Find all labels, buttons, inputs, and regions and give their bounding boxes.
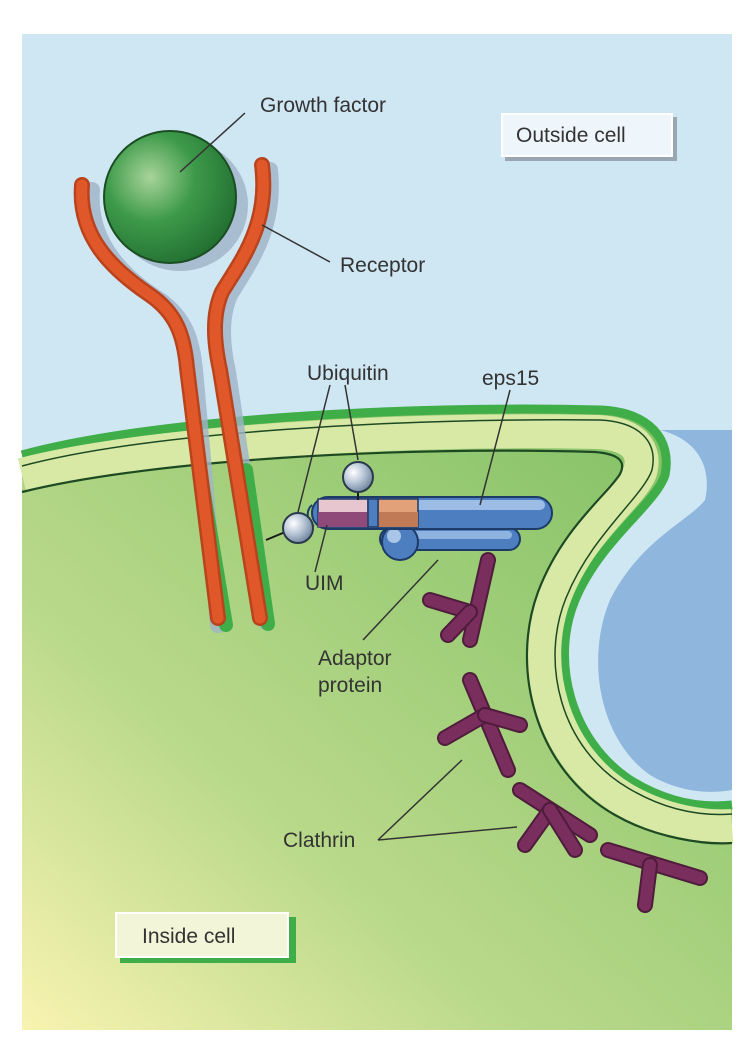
outside-cell-box: Outside cell <box>501 113 677 161</box>
membrane-shadow <box>598 430 732 792</box>
plasma-membrane-band <box>17 414 734 844</box>
clathrin-triskelion-3 <box>512 782 598 858</box>
plasma-membrane-inner <box>21 449 733 845</box>
adaptor-protein-label-line1: Adaptor <box>318 647 392 670</box>
eps15-label: eps15 <box>482 367 539 390</box>
outside-cell-label: Outside cell <box>516 124 626 147</box>
clathrin-label: Clathrin <box>283 829 355 852</box>
plasma-membrane-outer <box>20 404 733 811</box>
growth-factor-sphere <box>103 130 237 264</box>
growth-factor-label: Growth factor <box>260 94 386 117</box>
clathrin-triskelion-1 <box>422 552 496 648</box>
plasma-membrane-outer-thin <box>21 419 733 816</box>
receptor-left-arm-fill <box>76 179 224 624</box>
receptor-right-arm-fill <box>209 159 269 624</box>
clathrin-triskelion-4 <box>600 842 708 913</box>
ubiquitin-sphere-2 <box>342 461 374 493</box>
clathrin-triskelion-2 <box>437 672 528 778</box>
clathrin-group <box>422 552 708 913</box>
adaptor-protein-label-line2: protein <box>318 674 382 697</box>
inside-cell-label: Inside cell <box>142 925 235 948</box>
uim-label: UIM <box>305 572 344 595</box>
ubiquitin-label: Ubiquitin <box>307 362 389 385</box>
inside-cell-box: Inside cell <box>115 912 296 963</box>
eps15-complex <box>306 496 553 561</box>
receptor-label: Receptor <box>340 254 425 277</box>
ubiquitin-sphere-1 <box>282 512 314 544</box>
leader-lines <box>179 112 518 841</box>
